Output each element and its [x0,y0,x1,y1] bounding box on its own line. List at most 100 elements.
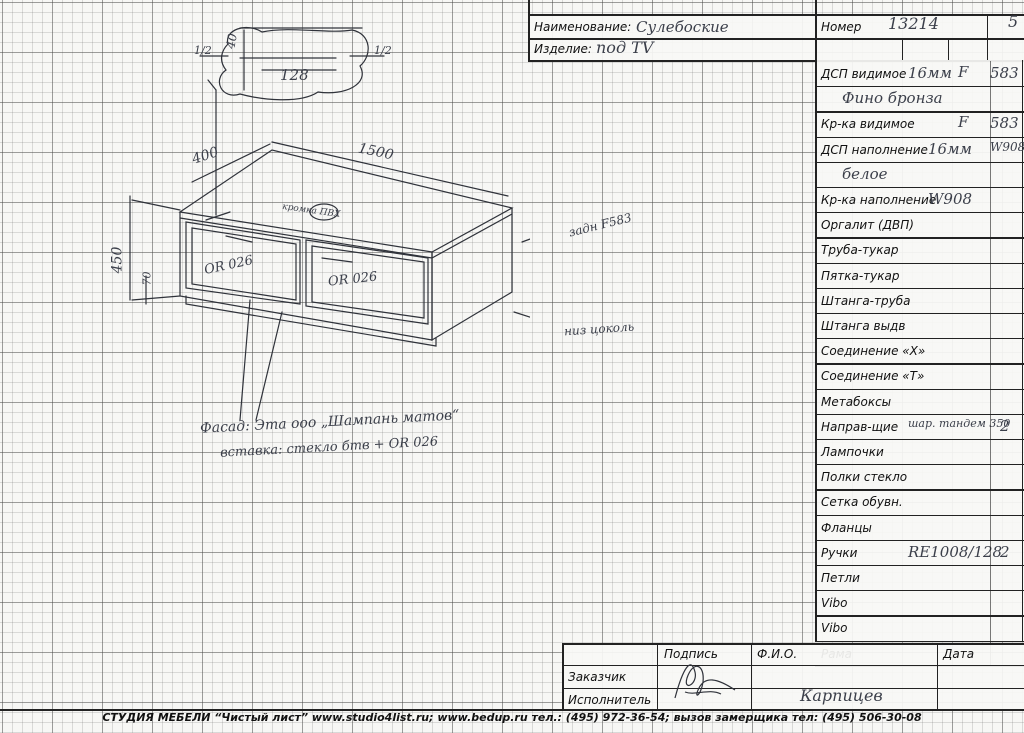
spec-row-label: Полки стекло [821,470,908,485]
spec-row-divider [815,262,1024,264]
spec-row-label: Соединение «X» [821,344,926,359]
label-right-bottom: низ цоколь [563,319,635,339]
spec-row-label: Оргалит (ДВП) [821,218,914,233]
name-label: Наименование: [534,20,632,34]
spec-row-label: Штанга выдв [821,319,906,333]
spec-row-divider [815,136,1024,138]
spec-row-label: Кр-ка видимое [821,117,915,132]
spec-row-extra: 2 [1000,542,1010,561]
spec-row-divider [815,313,1024,315]
spec-column-divider [990,237,991,263]
spec-column-divider [990,187,991,213]
spec-row-value: шар. тандем 350 [908,416,1011,430]
spec-column-divider [990,111,991,137]
dim-height: 450 [109,246,126,274]
name-value: Сулебоские [636,18,729,36]
signature-column-header: Подпись [664,647,718,661]
spec-row-divider [815,212,1024,214]
spec-column-divider [990,388,991,414]
spec-column-divider [990,439,991,465]
spec-row-label: Ручки [821,545,858,560]
spec-column-divider [990,212,991,238]
spec-row-label: Метабоксы [821,394,892,409]
date-column-header: Дата [943,647,975,661]
dim-top-offset: 40 [223,32,240,50]
spec-row-divider [815,187,1024,189]
spec-row-label: Пятка-тукар [821,268,900,283]
spec-row-extra: 583 [990,64,1019,82]
spec-row-divider [815,640,1024,642]
spec-row-extra: 2 [1000,416,1010,435]
spec-row-label: Кр-ка наполнение [821,193,937,207]
spec-row-divider [815,111,1024,113]
spec-row-value: 16мм [908,64,952,82]
spec-column-divider [990,590,991,616]
spec-row-divider [815,413,1024,415]
customer-row-label: Заказчик [568,670,627,684]
spec-row-value: 16мм [928,139,972,158]
spec-column-divider [990,136,991,162]
spec-row-divider [815,338,1024,340]
spec-row-divider [815,439,1024,441]
dim-handle: 128 [280,66,309,84]
spec-column-divider [990,86,991,112]
spec-row-extra: 583 [990,114,1019,133]
spec-row-code: F [958,63,969,81]
studio-footer: СТУДИЯ МЕБЕЛИ “Чистый лист” www.studio4l… [102,711,922,724]
spec-row-label: Петли [821,571,860,585]
spec-column-divider [990,615,991,641]
signature-mark [674,664,736,699]
executor-row-label: Исполнитель [568,693,652,707]
spec-row-label: Лампочки [821,445,884,459]
dim-plinth: 70 [140,271,154,286]
product-label: Изделие: [534,42,592,56]
spec-row-label: Труба-тукар [821,243,899,258]
number-value: 13214 [888,14,939,33]
dim-half-left: 1/2 [194,44,212,57]
spec-row-extra: W908 [990,139,1024,154]
spec-row-label: Vibo [821,621,848,636]
spec-row-divider [815,287,1024,289]
spec-column-divider [990,313,991,339]
spec-column-divider [990,464,991,490]
spec-column-divider [990,514,991,540]
spec-row-label: ДСП видимое [821,67,907,81]
spec-row-divider [815,590,1024,592]
spec-column-divider [990,287,991,313]
spec-row-divider [815,615,1024,617]
spec-row-label: ДСП наполнение [821,142,928,157]
spec-row-divider [815,161,1024,163]
spec-row-value: белое [842,164,888,183]
spec-row-value: RE1008/128 [908,542,1003,561]
spec-row-divider [815,464,1024,466]
spec-row-label: Соединение «Т» [821,369,925,384]
spec-row-code: F [958,113,969,132]
spec-row-value: Фино бронза [842,89,943,108]
spec-column-divider [990,565,991,591]
dim-half-right: 1/2 [374,44,392,57]
spec-row-divider [815,86,1024,88]
spec-column-divider [990,363,991,389]
executor-name: Карпицев [800,686,883,705]
spec-row-value: W908 [928,190,973,208]
spec-row-divider [815,539,1024,541]
label-right-top: задн F583 [567,210,634,240]
furniture-sketch [129,27,530,421]
spec-column-divider [990,161,991,187]
spec-column-divider [990,489,991,515]
spec-row-divider [815,388,1024,390]
spec-row-label: Направ-щие [821,419,899,434]
spec-row-divider [815,489,1024,491]
spec-row-label: Сетка обувн. [821,495,903,510]
corner-value: 5 [1008,12,1019,31]
product-value: под TV [596,38,654,57]
spec-column-divider [990,262,991,288]
spec-row-divider [815,363,1024,365]
number-label: Номер [821,20,862,34]
spec-row-divider [815,565,1024,567]
spec-row-label: Фланцы [821,520,872,535]
spec-column-divider [990,413,991,439]
name-column-header: Ф.И.О. [757,647,798,661]
spec-row-divider [815,237,1024,239]
spec-column-divider [990,539,991,565]
